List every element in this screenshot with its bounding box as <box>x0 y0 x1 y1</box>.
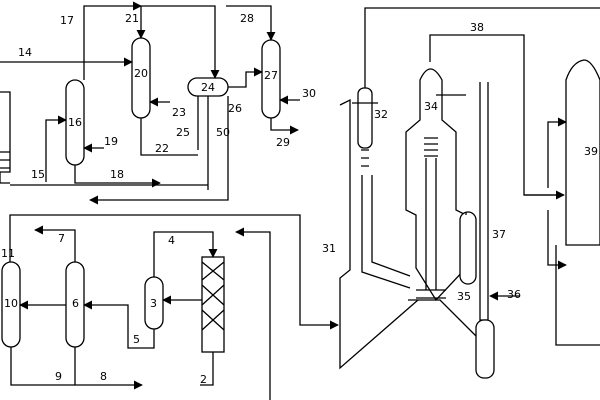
riser-37 <box>479 82 489 321</box>
label-21: 21 <box>125 12 139 25</box>
label-30: 30 <box>302 87 316 100</box>
label-28: 28 <box>240 12 254 25</box>
lower-vessel <box>475 319 495 379</box>
label-25: 25 <box>176 126 190 139</box>
label-9: 9 <box>55 370 62 383</box>
regenerator-31 <box>339 98 419 370</box>
label-23: 23 <box>172 106 186 119</box>
label-36: 36 <box>507 288 521 301</box>
label-32: 32 <box>374 108 388 121</box>
label-7: 7 <box>58 232 65 245</box>
label-4: 4 <box>168 234 175 247</box>
label-34: 34 <box>424 100 438 113</box>
label-15: 15 <box>31 168 45 181</box>
label-50: 50 <box>216 126 230 139</box>
label-35: 35 <box>457 290 471 303</box>
label-27: 27 <box>264 69 278 82</box>
label-26: 26 <box>228 102 242 115</box>
label-39: 39 <box>584 145 598 158</box>
label-31: 31 <box>322 242 336 255</box>
label-14: 14 <box>18 46 32 59</box>
label-8: 8 <box>100 370 107 383</box>
label-18: 18 <box>110 168 124 181</box>
label-5: 5 <box>133 333 140 346</box>
label-6: 6 <box>72 297 79 310</box>
stream-labels: 2 3 4 5 6 7 8 9 10 11 14 15 16 17 18 19 … <box>1 12 598 386</box>
cyclone-32 <box>357 87 373 149</box>
label-38: 38 <box>470 21 484 34</box>
label-17: 17 <box>60 14 74 27</box>
label-19: 19 <box>104 135 118 148</box>
label-2: 2 <box>200 373 207 386</box>
label-11: 11 <box>1 247 15 260</box>
label-16: 16 <box>68 116 82 129</box>
stripper-35 <box>459 211 477 285</box>
label-20: 20 <box>134 67 148 80</box>
label-10: 10 <box>4 297 18 310</box>
label-37: 37 <box>492 228 506 241</box>
label-3: 3 <box>150 297 157 310</box>
equipment <box>0 37 600 379</box>
label-29: 29 <box>276 136 290 149</box>
label-24: 24 <box>201 81 215 94</box>
label-22: 22 <box>155 142 169 155</box>
